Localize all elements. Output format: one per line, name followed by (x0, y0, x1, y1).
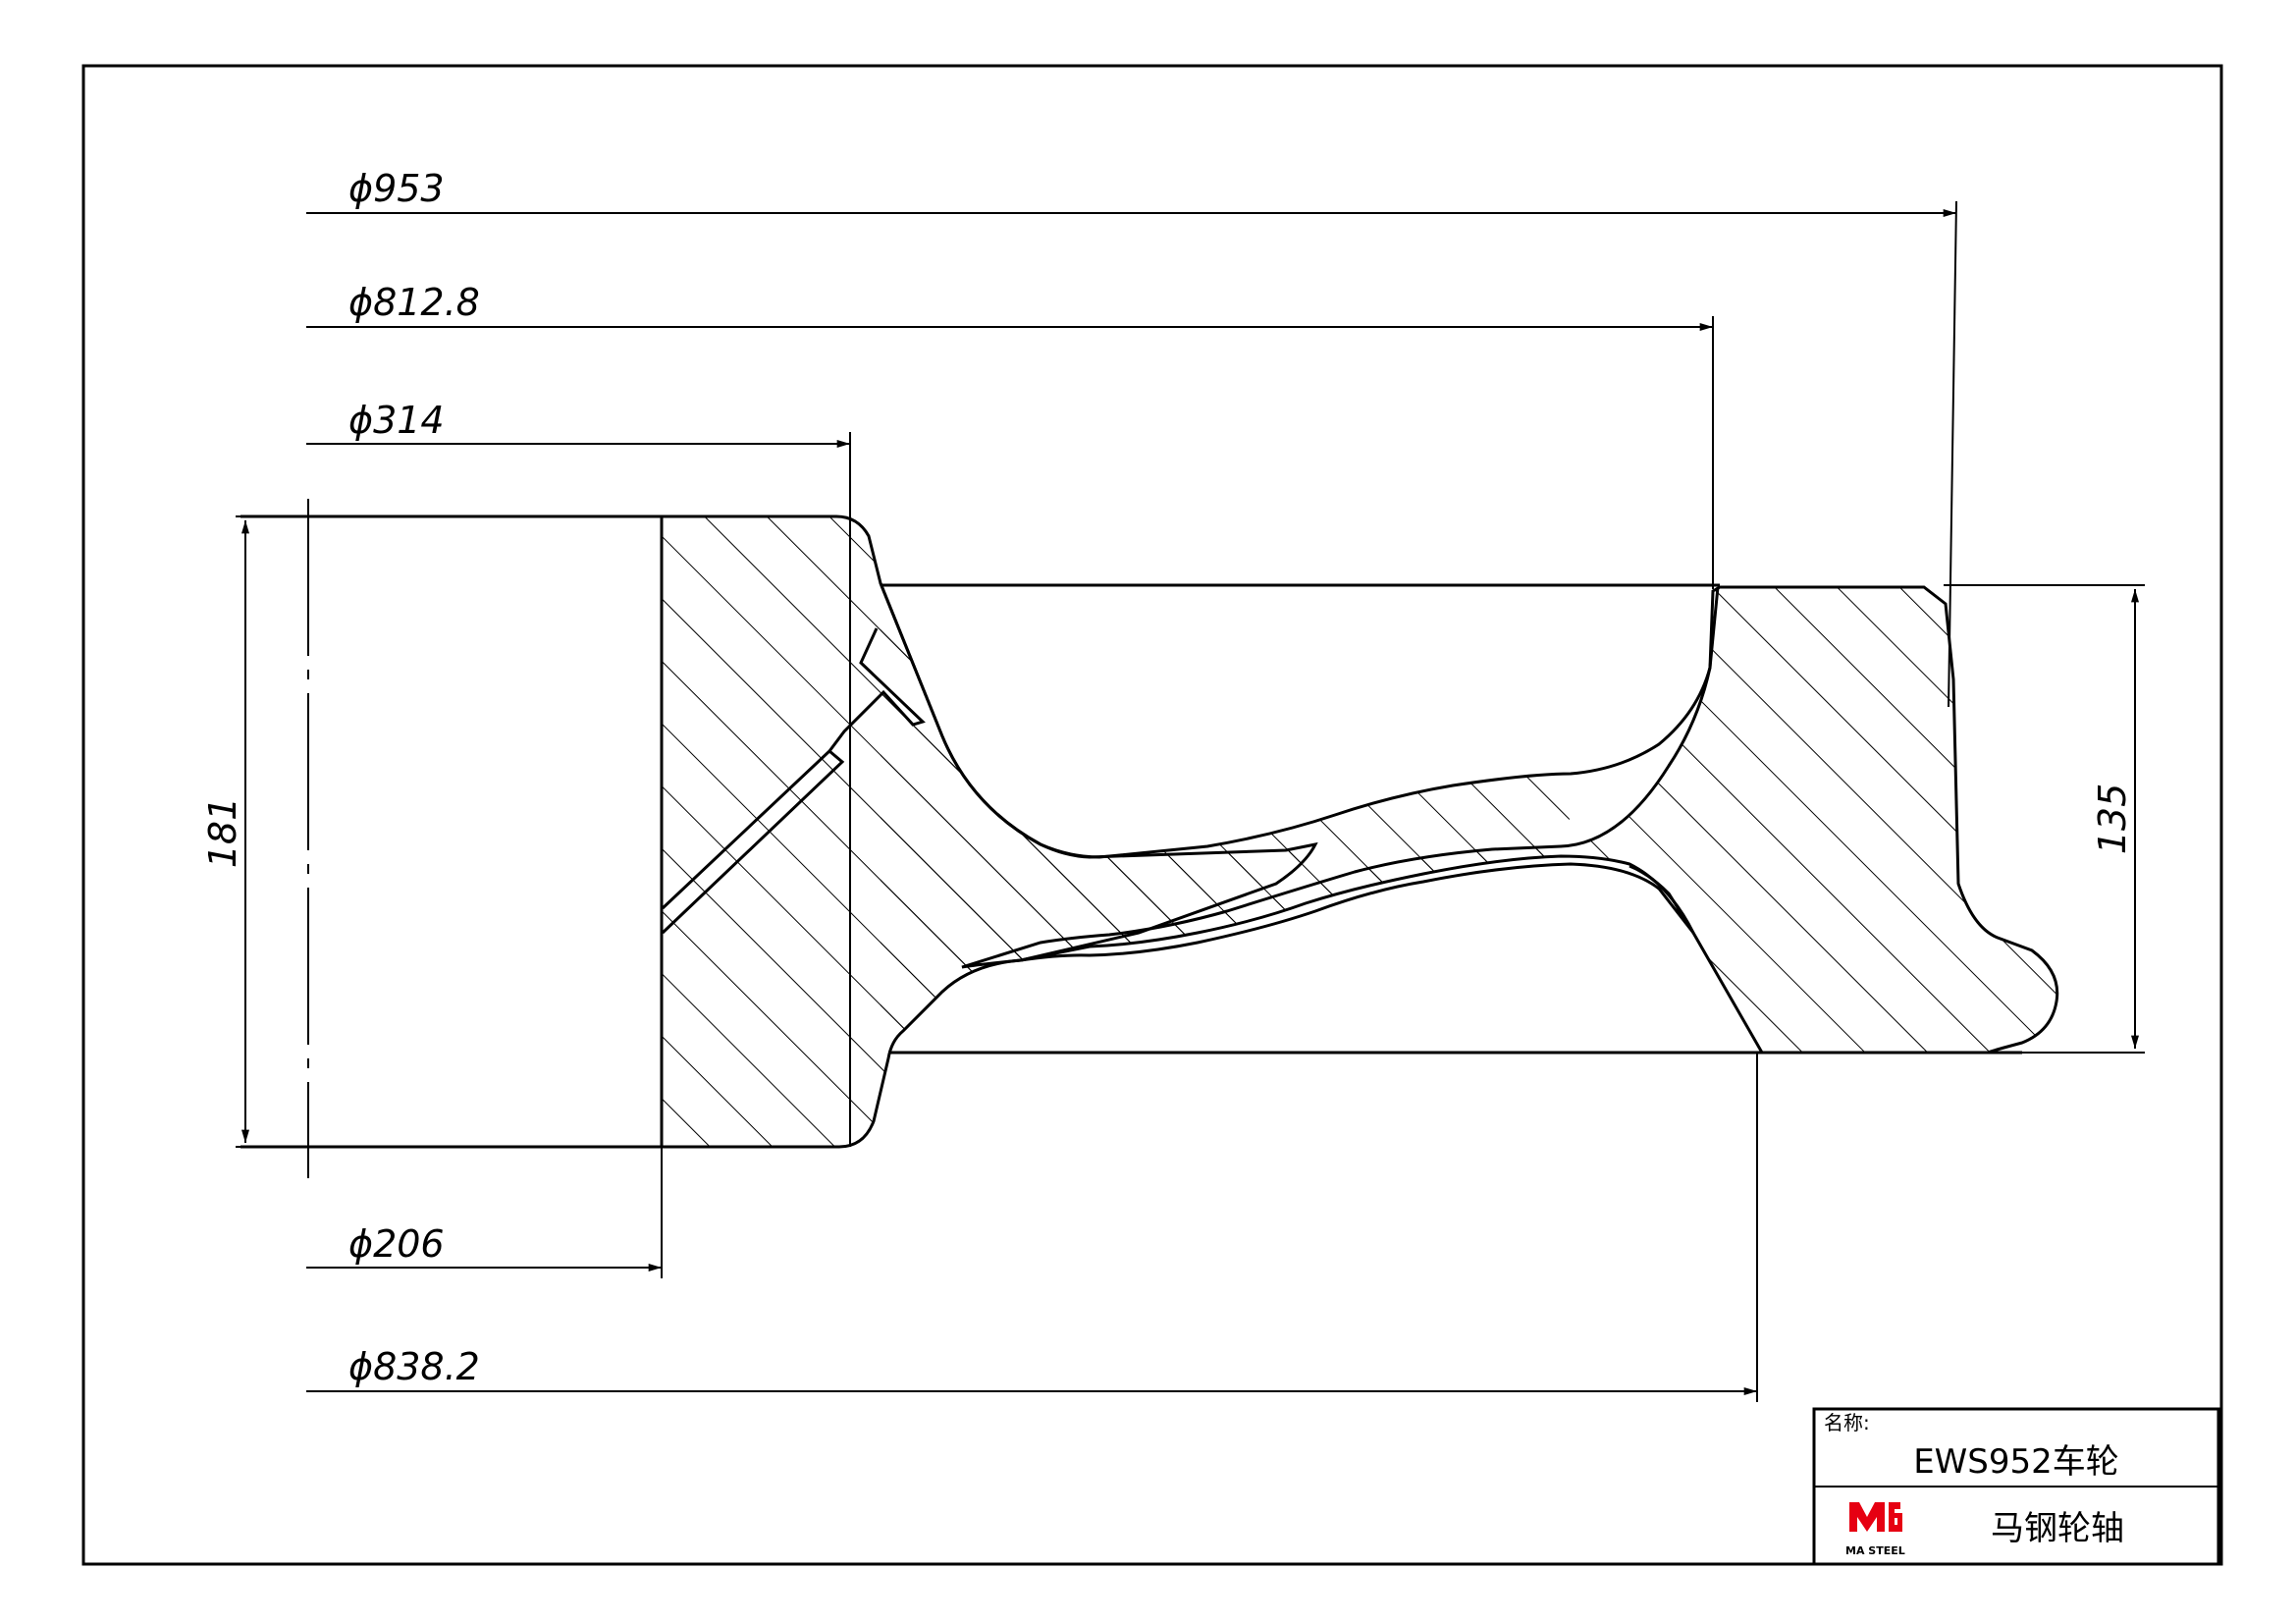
dim-text-206: ϕ206 (348, 1222, 445, 1266)
dim-text-812: ϕ812.8 (348, 281, 480, 324)
ext-line-953 (1948, 200, 1957, 708)
web-profile (879, 582, 1720, 859)
logo-text: MA STEEL (1845, 1544, 1905, 1557)
dim-text-135: 135 (2091, 784, 2134, 855)
ma-steel-logo: MA STEEL (1845, 1502, 1905, 1557)
dim-text-838: ϕ838.2 (348, 1345, 480, 1388)
product-name: EWS952车轮 (1913, 1442, 2119, 1482)
name-label: 名称: (1824, 1411, 1870, 1434)
dim-text-953: ϕ953 (348, 167, 445, 210)
hub-web-hatch (881, 583, 1571, 1058)
dim-text-314: ϕ314 (348, 399, 445, 442)
title-block: 名称: EWS952车轮 MA STEEL 马钢轮轴 (1812, 1407, 2220, 1566)
web-lower (1020, 862, 1695, 962)
oil-groove (661, 627, 926, 935)
drawing-frame (81, 64, 2223, 1566)
company-name: 马钢轮轴 (1991, 1509, 2124, 1548)
dim-text-181: 181 (201, 797, 244, 869)
